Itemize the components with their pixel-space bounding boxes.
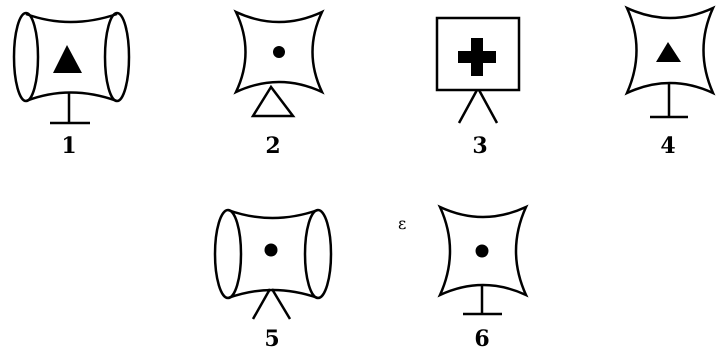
cylinder-right-end xyxy=(305,210,331,298)
figure-3 xyxy=(437,18,519,123)
figure-label-2: 2 xyxy=(265,135,280,157)
stray-mark: ε xyxy=(398,216,406,232)
cylinder-left-end xyxy=(215,210,241,298)
triangle-symbol xyxy=(53,45,82,73)
tripod-right xyxy=(272,289,290,319)
figure-label-6: 6 xyxy=(474,328,489,350)
figure-label-4: 4 xyxy=(660,135,675,157)
dot-symbol xyxy=(476,245,489,258)
tripod-right xyxy=(479,90,497,123)
figure-4 xyxy=(627,8,713,117)
triangle-symbol xyxy=(656,42,681,62)
figure-label-3: 3 xyxy=(472,135,487,157)
figure-1 xyxy=(14,13,129,123)
cylinder-left-end xyxy=(14,13,38,101)
cross-symbol xyxy=(458,38,496,76)
figure-2 xyxy=(236,12,322,116)
triangle-base xyxy=(253,87,293,116)
figure-5 xyxy=(215,210,331,319)
dot-symbol xyxy=(265,244,278,257)
figure-6 xyxy=(440,207,526,314)
tripod-left xyxy=(253,289,270,319)
figure-label-1: 1 xyxy=(61,135,76,157)
figure-label-5: 5 xyxy=(264,328,279,350)
cylinder-right-end xyxy=(105,13,129,101)
dot-symbol xyxy=(273,46,285,58)
tripod-left xyxy=(459,90,477,123)
